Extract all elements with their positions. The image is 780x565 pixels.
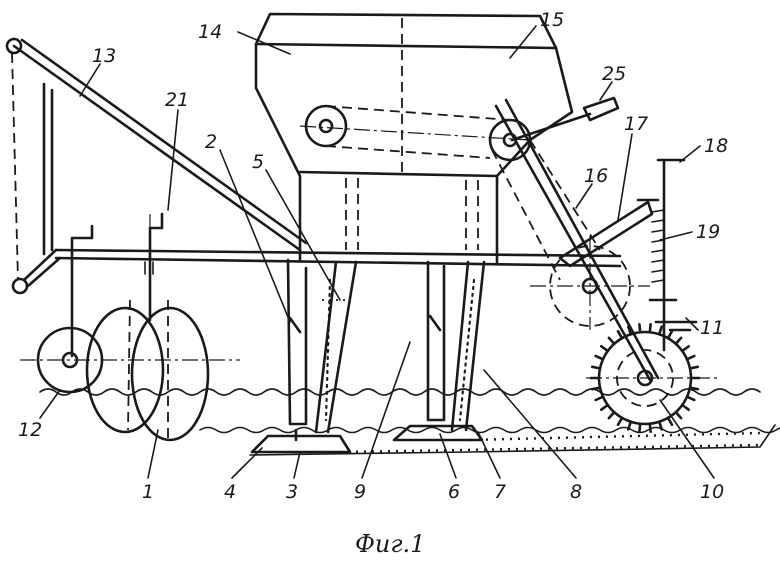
- callout-14: 14: [198, 21, 222, 43]
- tensioner-17: [558, 198, 660, 268]
- figure-caption: Фиг.1: [355, 530, 425, 558]
- callout-19: 19: [696, 221, 720, 243]
- soil-lower-line: [199, 426, 780, 434]
- wheel-spike: [590, 386, 602, 391]
- callout-4: 4: [224, 481, 236, 503]
- wheel-spike: [594, 395, 605, 402]
- wheel-spike: [688, 365, 700, 370]
- wheel-spike: [680, 403, 691, 412]
- wheel-spike: [685, 354, 696, 361]
- wheel-spike: [674, 336, 683, 346]
- hopper: [254, 12, 574, 264]
- disc-wheels-1: [85, 299, 210, 442]
- callout-25: 25: [602, 63, 626, 85]
- bed-edge: [249, 424, 776, 456]
- wheel-spike: [599, 403, 610, 412]
- wheel-spike: [680, 344, 691, 353]
- callout-2: 2: [205, 131, 217, 153]
- callout-11: 11: [700, 317, 724, 339]
- wheel-spike: [648, 422, 652, 434]
- wheel-spike: [657, 325, 664, 336]
- leader-lines: [39, 25, 715, 479]
- wheel-spike: [657, 420, 664, 431]
- wheel-spike: [590, 365, 602, 370]
- seed-line-2: [469, 431, 761, 442]
- wheel-spike: [594, 354, 605, 361]
- wheel-spike: [688, 386, 700, 391]
- callout-21: 21: [165, 89, 189, 111]
- callout-9: 9: [354, 481, 366, 503]
- callout-16: 16: [584, 165, 608, 187]
- lever-25: [510, 96, 620, 142]
- callout-3: 3: [286, 481, 298, 503]
- wheel-spike: [666, 329, 674, 340]
- wheel-spike: [666, 416, 674, 427]
- press-wheel-10: [586, 322, 720, 434]
- callout-1: 1: [142, 481, 154, 503]
- soil-surface-line: [39, 388, 761, 396]
- callout-10: 10: [700, 481, 724, 503]
- wheel-spike: [616, 329, 624, 340]
- callout-5: 5: [252, 151, 264, 173]
- callout-7: 7: [494, 481, 506, 503]
- coulter-2: [286, 258, 358, 434]
- wheel-spike: [599, 344, 610, 353]
- callout-18: 18: [704, 135, 728, 157]
- coulter-9: [426, 260, 486, 432]
- wheel-spike: [607, 336, 616, 346]
- chain-drive-16: [491, 98, 660, 382]
- callout-8: 8: [570, 481, 582, 503]
- wheel-spike: [638, 422, 642, 434]
- callout-12: 12: [18, 419, 42, 441]
- frame: [5, 37, 622, 358]
- callout-13: 13: [92, 45, 116, 67]
- callout-15: 15: [540, 9, 564, 31]
- wheel-spike: [685, 395, 696, 402]
- callouts: 13 14 15 25 21 2 5 17 18 16 19 11 12 1 4…: [18, 9, 728, 503]
- gauge-wheel-12: [20, 326, 240, 394]
- callout-6: 6: [448, 481, 460, 503]
- share-4: [250, 428, 352, 454]
- wheel-spike: [638, 322, 642, 334]
- wheel-spike: [607, 410, 616, 420]
- callout-17: 17: [624, 113, 648, 135]
- sprocket-19: [530, 236, 650, 330]
- wheel-spike: [648, 322, 652, 334]
- wheel-spike: [626, 420, 633, 431]
- wheel-spike: [616, 416, 624, 427]
- wheel-spike: [674, 410, 683, 420]
- wheel-spike: [626, 325, 633, 336]
